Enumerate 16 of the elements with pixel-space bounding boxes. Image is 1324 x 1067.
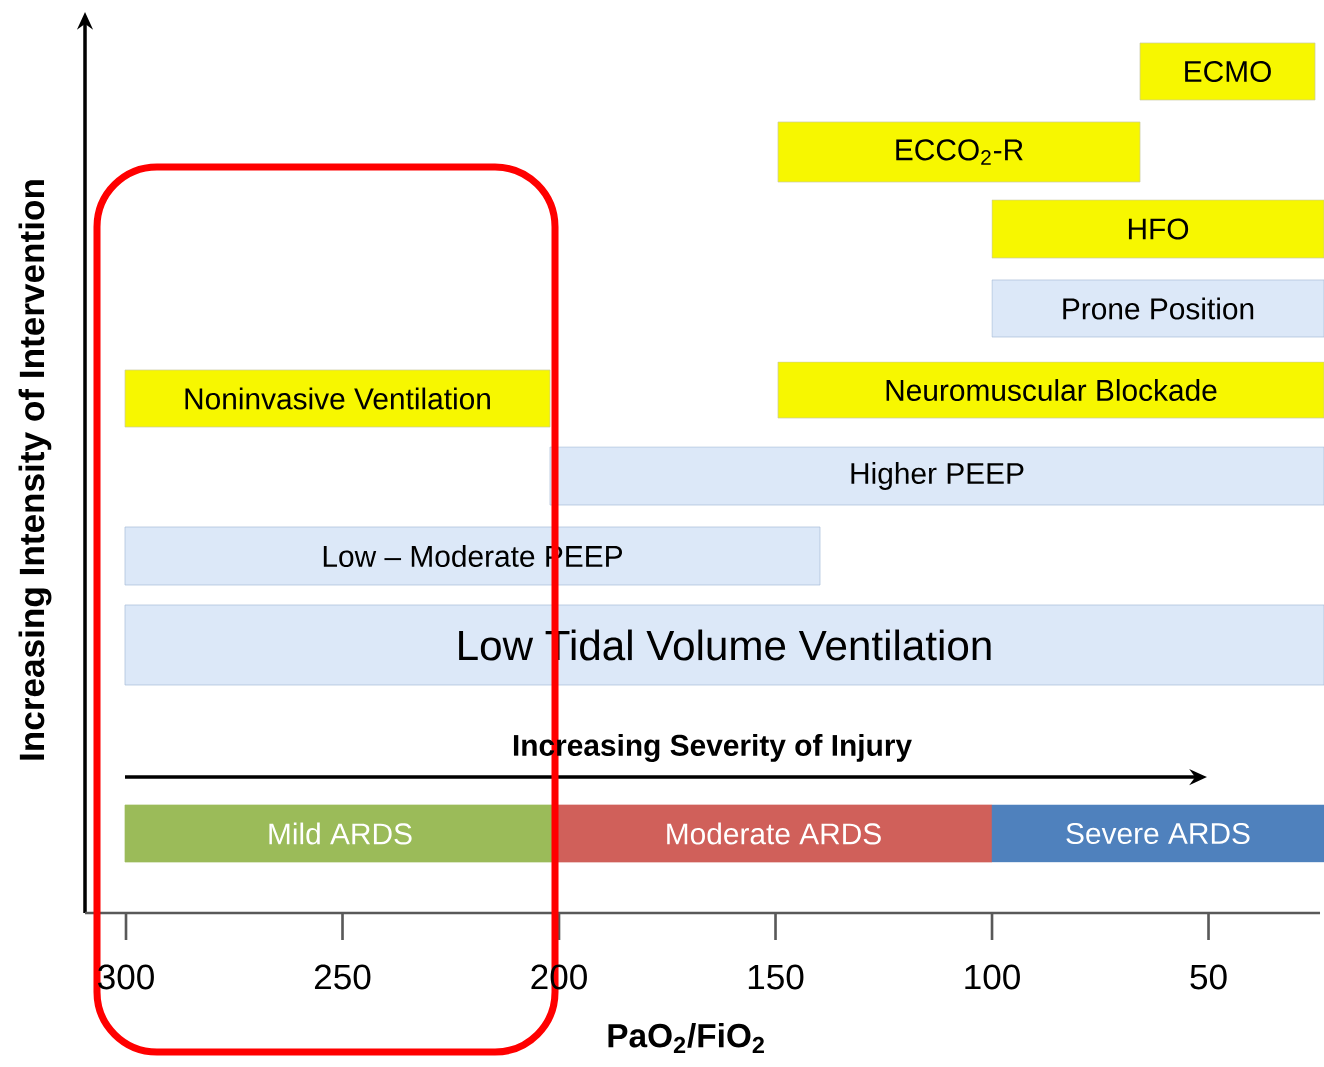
axis-title: PaO$_{2}$/FiO$_{2}$ [608,1023,764,1054]
severity-bar: Moderate ARDS [554,804,993,863]
tick-label: 250 [314,964,371,990]
severity-bar: Mild ARDS [124,804,556,863]
tick-label: 150 [748,964,804,990]
highlight-bar: Noninvasive Ventilation [124,369,551,428]
axis-title: Increasing Intensity of Intervention [18,180,52,760]
severity-bar: Severe ARDS [991,804,1324,863]
tick-label: 100 [965,964,1020,990]
highlight-bar: ECMO [1139,42,1316,101]
highlight-bar: Neuromuscular Blockade [777,361,1324,419]
highlight-bar: HFO [991,199,1324,259]
tick-label: 50 [1190,964,1227,990]
intervention-bar: Higher PEEP [549,446,1324,506]
intervention-bar: Prone Position [991,279,1324,338]
highlight-bar: ECCO$_{2}$-R [777,121,1141,183]
